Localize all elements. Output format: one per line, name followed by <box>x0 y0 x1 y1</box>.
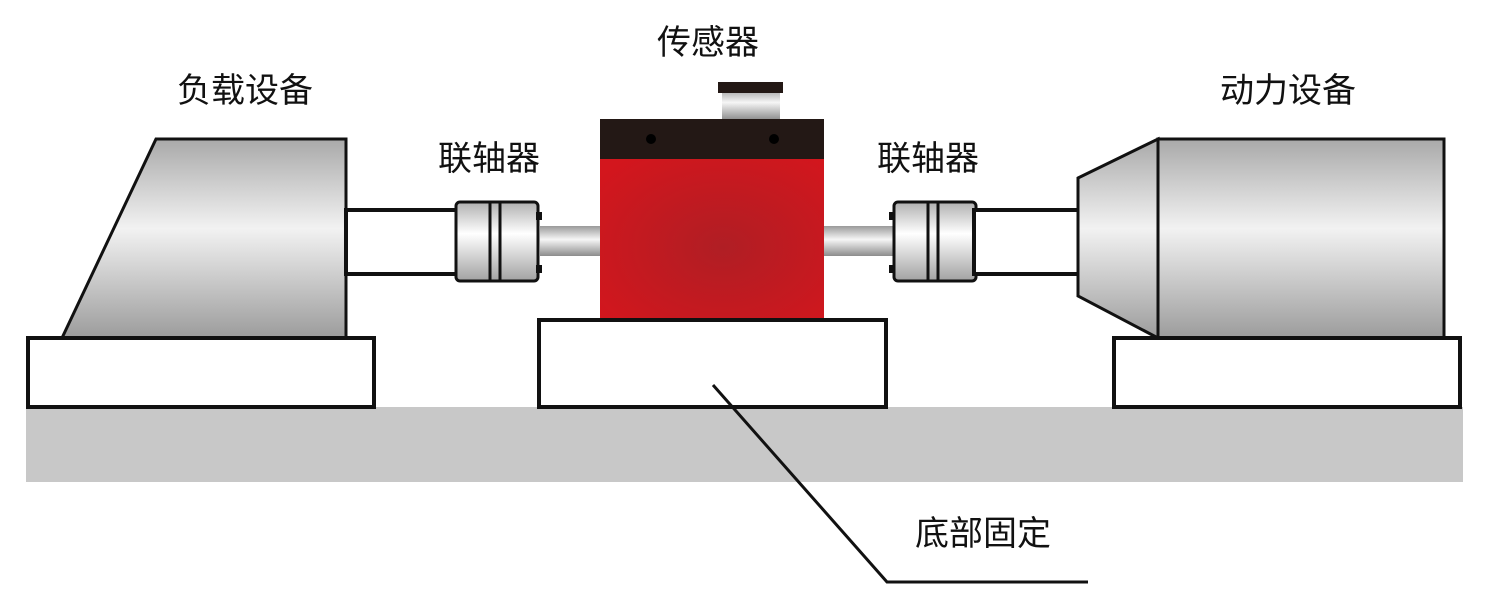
label-power-equipment: 动力设备 <box>1220 71 1356 111</box>
label-load-equipment: 负载设备 <box>177 71 313 111</box>
sensor-screw-left <box>646 134 656 144</box>
sensor-connector-cap <box>718 82 783 93</box>
sensor-top-plate <box>600 119 824 159</box>
load-equipment-base <box>26 336 376 409</box>
power-shaft <box>972 208 1082 276</box>
power-equipment-base <box>1112 336 1462 409</box>
label-base-fixed: 底部固定 <box>915 514 1051 554</box>
label-sensor: 传感器 <box>657 23 759 63</box>
right-coupling-body <box>892 200 978 283</box>
power-equipment-nose <box>1076 136 1160 341</box>
ground-surface <box>26 407 1463 482</box>
torque-sensor <box>537 82 888 409</box>
power-equipment <box>972 136 1462 409</box>
left-coupling-body <box>454 200 540 283</box>
load-equipment-body <box>59 137 348 340</box>
label-coupling-right: 联轴器 <box>877 139 979 179</box>
base-leader-line <box>711 384 1088 584</box>
power-equipment-body <box>1156 137 1446 340</box>
right-coupling <box>824 200 978 283</box>
load-equipment <box>26 137 460 409</box>
left-coupling <box>454 200 602 283</box>
left-sensor-shaft <box>540 226 602 256</box>
sensor-body <box>600 159 824 320</box>
sensor-connector <box>722 88 780 120</box>
load-shaft <box>344 208 460 276</box>
label-coupling-left: 联轴器 <box>438 139 540 179</box>
right-sensor-shaft <box>824 226 896 256</box>
sensor-screw-right <box>769 134 779 144</box>
sensor-base <box>537 318 888 409</box>
